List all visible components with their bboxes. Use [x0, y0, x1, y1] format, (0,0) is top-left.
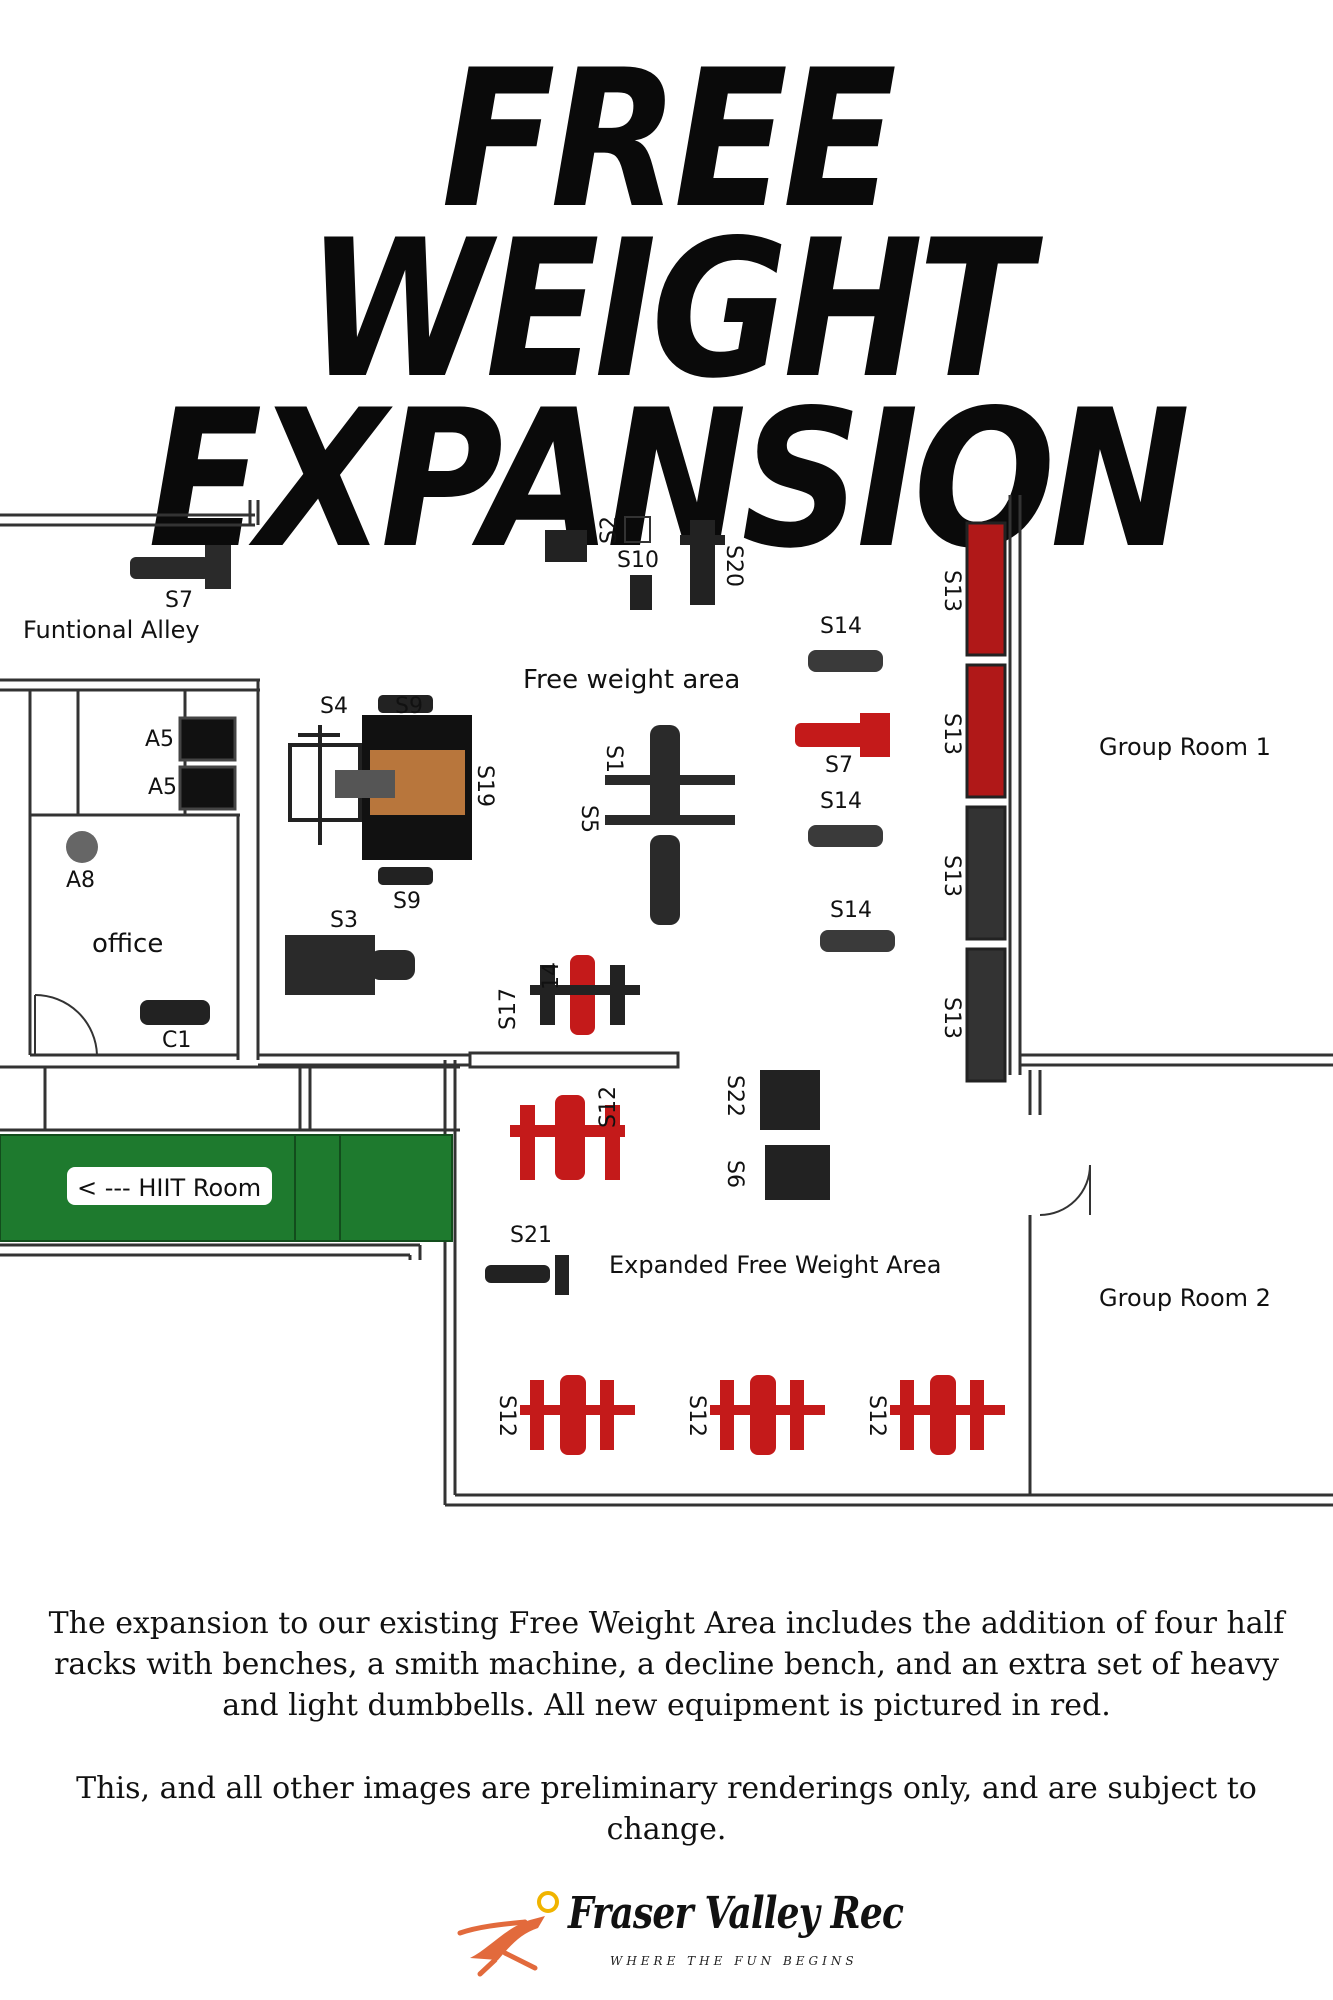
label-s14-b: S14	[820, 789, 862, 814]
label-s13-c: S13	[939, 855, 964, 897]
label-s12-c: S12	[684, 1395, 709, 1437]
label-s7-top: S7	[165, 588, 193, 613]
label-s5: S5	[576, 805, 601, 833]
title-line-1: FREE WEIGHT	[306, 29, 1032, 420]
s22-s6	[760, 1070, 830, 1200]
label-c1: C1	[162, 1028, 191, 1053]
label-s19: S19	[472, 765, 497, 807]
label-s14-d: 14	[539, 962, 564, 990]
equipment-labels: S7 S10 S2 S20 S13 S13 S13 S13 S14 S7 S14…	[66, 516, 964, 1437]
label-s9-b: S9	[393, 889, 421, 914]
label-a8: A8	[66, 868, 95, 893]
fraser-valley-rec-logo: Fraser Valley Rec WHERE THE FUN BEGINS	[450, 1888, 904, 1978]
label-s20: S20	[721, 545, 746, 587]
title-line-2: EXPANSION	[148, 369, 1190, 590]
room-label-free-weight-area: Free weight area	[523, 665, 740, 695]
s7-mid-machine	[795, 713, 890, 757]
label-s13-a: S13	[939, 570, 964, 612]
a5-box-1	[178, 716, 237, 762]
room-label-functional-alley: Funtional Alley	[23, 616, 200, 644]
room-label-hiit: < --- HIIT Room	[77, 1174, 261, 1202]
top-center-machines	[545, 520, 725, 610]
s1-s5-rig	[605, 725, 735, 925]
label-a5-b: A5	[148, 775, 177, 800]
a5-box-2	[178, 765, 237, 811]
s12-racks-bottom	[520, 1375, 1005, 1455]
s17-smith	[530, 955, 640, 1035]
label-s22: S22	[722, 1075, 747, 1117]
label-a5-a: A5	[145, 727, 174, 752]
label-s9-a: S9	[395, 694, 423, 719]
label-s2: S2	[597, 516, 622, 544]
label-s1: S1	[601, 745, 626, 773]
room-label-group-room-1: Group Room 1	[1099, 733, 1271, 761]
label-s13-d: S13	[939, 997, 964, 1039]
label-s7-mid: S7	[825, 753, 853, 778]
floor-plan: Funtional Alley Free weight area Group R…	[0, 495, 1333, 1507]
doors	[34, 994, 1091, 1216]
label-s12-b: S12	[494, 1395, 519, 1437]
page-title: FREE WEIGHT EXPANSION	[0, 29, 1333, 590]
s3-machine	[285, 935, 415, 995]
s12-rack-1	[510, 1095, 625, 1180]
logo-tagline: WHERE THE FUN BEGINS	[610, 1954, 858, 1968]
label-s14-a: S14	[820, 614, 862, 639]
s7-top-machine	[130, 545, 231, 589]
label-s14-c: S14	[830, 898, 872, 923]
s21-machine	[485, 1255, 569, 1295]
description-paragraph-1: The expansion to our existing Free Weigh…	[48, 1606, 1285, 1723]
room-label-office: office	[92, 929, 163, 959]
label-s10: S10	[617, 548, 659, 573]
s13-racks	[965, 521, 1007, 1083]
label-s4: S4	[320, 694, 348, 719]
label-s13-b: S13	[939, 713, 964, 755]
label-s6: S6	[722, 1160, 747, 1188]
label-s17: S17	[496, 988, 521, 1030]
label-s21: S21	[510, 1223, 552, 1248]
s14-benches	[808, 650, 895, 952]
logo-name: Fraser Valley Rec	[568, 1888, 904, 1939]
description-paragraph-2: This, and all other images are prelimina…	[76, 1771, 1257, 1847]
label-s12-d: S12	[864, 1395, 889, 1437]
room-label-expanded-area: Expanded Free Weight Area	[609, 1251, 941, 1279]
label-s3: S3	[330, 908, 358, 933]
label-s12-a: S12	[596, 1086, 621, 1128]
room-label-group-room-2: Group Room 2	[1099, 1284, 1271, 1312]
runner-logo-icon	[457, 1891, 559, 1977]
